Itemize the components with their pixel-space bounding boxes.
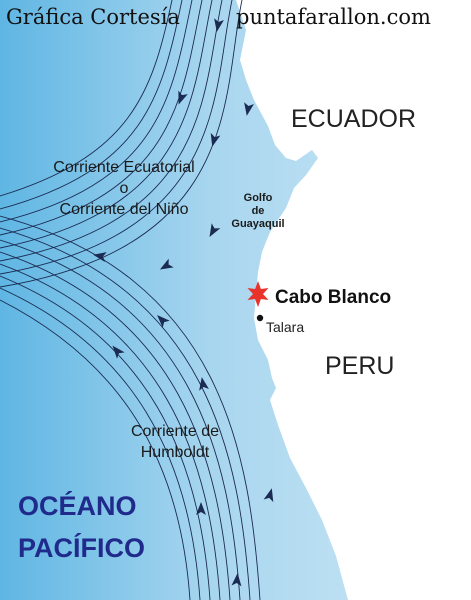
equatorial-current-line-2 <box>0 0 183 210</box>
humboldt-current-line-3 <box>0 275 211 600</box>
humboldt-current-line-1 <box>0 299 191 600</box>
current-arrow-icon-4 <box>214 18 224 32</box>
current-arrow-icon-9 <box>112 345 125 359</box>
credit-link[interactable]: puntafarallon.com <box>236 5 431 29</box>
current-arrow-icon-10 <box>199 377 209 391</box>
humboldt-current-label-line2: Humboldt <box>140 444 210 461</box>
country-label-ecuador: ECUADOR <box>291 105 417 133</box>
current-arrow-icon-7 <box>159 258 174 270</box>
humboldt-current-line-8 <box>0 215 261 600</box>
current-arrow-icon-2 <box>244 102 254 116</box>
current-arrow-icon-5 <box>209 223 221 238</box>
humboldt-current-line-5 <box>0 251 231 600</box>
current-arrow-icon-13 <box>231 573 242 587</box>
current-arrow-icon-3 <box>210 132 221 147</box>
credit-text: Gráfica Cortesía <box>6 5 180 29</box>
equatorial-current-line-4 <box>0 0 203 236</box>
equatorial-current-line-6 <box>0 0 223 262</box>
talara-dot-icon <box>256 314 264 322</box>
current-arrow-icon-11 <box>263 488 274 503</box>
gulf-of-guayaquil-label: Golfo de Guayaquil <box>227 192 289 231</box>
equatorial-current-line-7 <box>0 0 233 275</box>
humboldt-current-line-2 <box>0 287 201 600</box>
equatorial-current-line-5 <box>0 0 213 249</box>
humboldt-current-line-7 <box>0 227 251 600</box>
current-arrow-icon-1 <box>178 90 188 105</box>
cabo-blanco-label: Cabo Blanco <box>275 287 392 308</box>
current-arrow-icon-6 <box>93 252 107 262</box>
equatorial-current-label: Corriente Ecuatorial o Corriente del Niñ… <box>46 157 202 220</box>
equatorial-current-line-3 <box>0 0 193 223</box>
humboldt-current-line-6 <box>0 239 241 600</box>
gulf-label-line2: de <box>251 205 265 217</box>
cabo-blanco-star-icon <box>247 281 269 307</box>
current-arrow-icon-8 <box>157 315 170 328</box>
country-label-peru: PERU <box>325 352 395 380</box>
humboldt-current-label: Corriente de Humboldt <box>116 421 234 463</box>
equatorial-current-label-line3: Corriente del Niño <box>59 201 189 218</box>
gulf-label-line1: Golfo <box>243 192 273 204</box>
ocean-label: OCÉANO PACÍFICO <box>18 485 145 569</box>
talara-label: Talara <box>266 319 305 335</box>
equatorial-current-line-8 <box>0 0 243 288</box>
south-america-landmass <box>236 0 471 600</box>
ocean-currents <box>0 0 274 600</box>
gulf-label-line3: Guayaquil <box>231 218 285 230</box>
equatorial-current-label-line2: o <box>119 180 129 197</box>
equatorial-current-label-line1: Corriente Ecuatorial <box>53 159 195 176</box>
ocean-label-line1: OCÉANO <box>18 491 137 521</box>
humboldt-current-line-4 <box>0 263 221 600</box>
current-arrow-icon-12 <box>196 502 206 515</box>
equatorial-current-line-1 <box>0 0 173 197</box>
humboldt-current-label-line1: Corriente de <box>130 423 220 440</box>
ocean-label-line2: PACÍFICO <box>18 533 145 563</box>
